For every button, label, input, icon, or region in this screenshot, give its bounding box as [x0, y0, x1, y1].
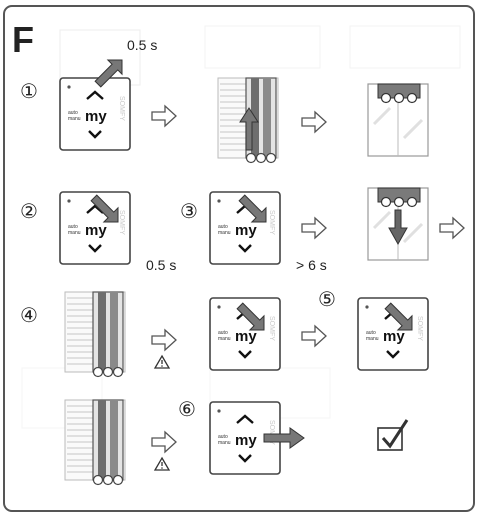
arrow-2 [301, 111, 327, 133]
arrow-4 [439, 217, 465, 239]
step-2-label: ② [20, 201, 38, 223]
step-6-press-arrow [263, 427, 305, 449]
step-5-label: ⑤ [318, 289, 336, 311]
step-4-label: ④ [20, 305, 38, 327]
step-6-label: ⑥ [178, 399, 196, 421]
step-4-blind [64, 291, 126, 378]
down-motion-arrow-icon [388, 209, 408, 246]
checked-box-icon [377, 419, 409, 451]
arrow-7 [151, 431, 177, 453]
step-3-timing: > 6 s [296, 257, 327, 273]
arrow-5 [151, 329, 177, 351]
arrow-6 [301, 325, 327, 347]
step-4-warning [154, 355, 170, 369]
panel-frame [3, 5, 475, 512]
arrow-3 [301, 217, 327, 239]
step-1-label: ① [20, 81, 38, 103]
arrow-1 [151, 105, 177, 127]
step-1-window [366, 82, 430, 158]
step-3-label: ③ [180, 201, 198, 223]
step-6-blind [64, 399, 126, 486]
step-2-timing: 0.5 s [146, 257, 176, 273]
step-6-warning [154, 457, 170, 471]
step-1-timing: 0.5 s [127, 37, 157, 53]
up-motion-arrow-icon [239, 107, 259, 151]
step-1-remote [58, 76, 132, 152]
panel-letter: F [12, 19, 34, 60]
